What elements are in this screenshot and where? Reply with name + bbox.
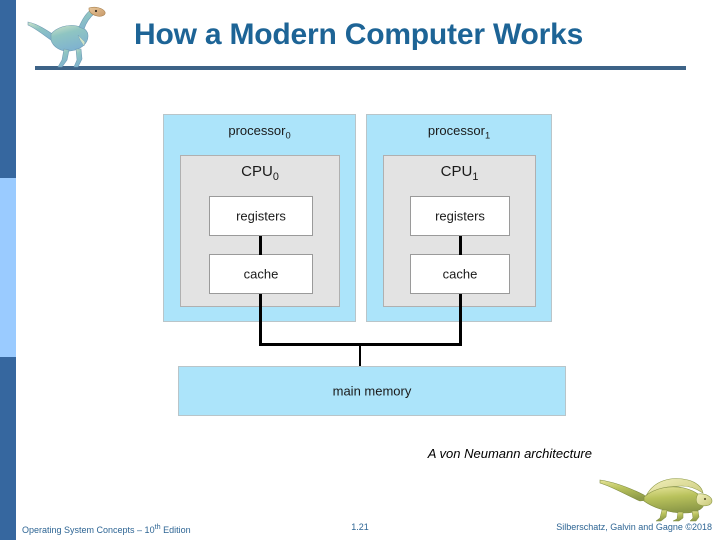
registers-1-label: registers <box>435 208 485 224</box>
cpu-0-subscript: 0 <box>272 171 279 183</box>
processor-1-label: processor1 <box>427 123 491 141</box>
footer-copyright: Silberschatz, Galvin and Gagne ©2018 <box>556 522 712 532</box>
cpu-1-box: CPU1 <box>383 155 536 307</box>
main-memory-box: main memory <box>178 366 566 416</box>
footer-edition-prefix: Operating System Concepts – 10 <box>22 525 155 535</box>
footer-edition-text: Operating System Concepts – 10th Edition <box>22 522 191 535</box>
processor-0-subscript: 0 <box>285 130 291 141</box>
processor-0-box: processor0 <box>163 114 356 322</box>
registers-0-box: registers <box>209 196 313 236</box>
title-divider-rule <box>35 66 686 70</box>
sidebar-band-middle <box>0 178 16 357</box>
registers-0-label: registers <box>236 208 286 224</box>
cpu-0-label: CPU0 <box>241 163 279 183</box>
cpu-0-box: CPU0 <box>180 155 340 307</box>
connector-registers0-cache0 <box>259 236 262 255</box>
footer-edition-ordinal: th <box>154 522 161 531</box>
diagram-caption: A von Neumann architecture <box>427 446 592 461</box>
processor-1-box: processor1 <box>366 114 552 322</box>
left-accent-sidebar <box>0 0 16 540</box>
cpu-1-subscript: 1 <box>472 171 479 183</box>
cache-0-box: cache <box>209 254 313 294</box>
registers-1-box: registers <box>410 196 510 236</box>
sidebar-band-bottom <box>0 357 16 540</box>
page-title: How a Modern Computer Works <box>134 18 584 51</box>
bus-to-memory <box>359 343 361 367</box>
processor-0-label: processor0 <box>228 123 291 141</box>
cpu-1-label: CPU1 <box>440 163 479 183</box>
slide-header: How a Modern Computer Works <box>16 0 720 72</box>
dinosaur-logo-footer-icon <box>599 478 713 522</box>
main-memory-label: main memory <box>332 383 412 399</box>
footer-edition-suffix: Edition <box>160 525 191 535</box>
bus-crossbar <box>259 343 462 346</box>
cache-1-box: cache <box>410 254 510 294</box>
footer-page-number: 1.21 <box>351 522 369 532</box>
cache-1-label: cache <box>442 266 478 282</box>
sidebar-band-top <box>0 0 16 178</box>
connector-registers1-cache1 <box>459 236 462 255</box>
dinosaur-logo-icon <box>27 6 106 68</box>
bus-leg-right <box>459 294 462 345</box>
cache-0-label: cache <box>243 266 279 282</box>
processor-1-subscript: 1 <box>484 130 491 141</box>
bus-leg-left <box>259 294 262 345</box>
